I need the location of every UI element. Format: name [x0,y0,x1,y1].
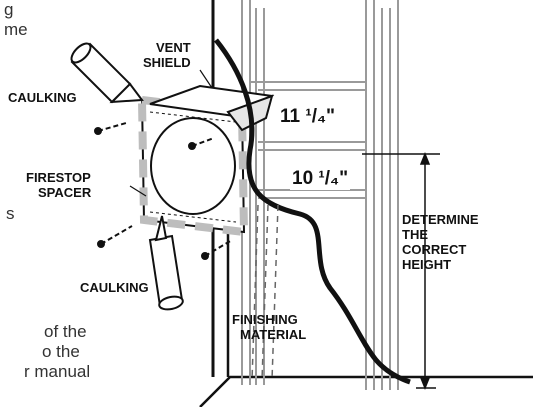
framing-headers [250,81,366,199]
vent-pipe [214,38,411,385]
height-dimension [362,151,440,391]
screws [94,122,233,260]
cut-text-mid: s [6,204,15,223]
dimension-upper: 11 ¹/₄" [278,106,338,128]
firestop-spacer-plate [137,95,249,237]
leader-lines [129,69,213,197]
caulking-tube-top [70,42,144,104]
dimension-lower: 10 ¹/₄" [290,168,351,190]
caulking-top-label: CAULKING [8,90,77,105]
finishing-material-lines [251,204,279,381]
wall-studs [241,0,399,390]
caulking-tube-bottom [148,215,184,311]
caulking-bottom-label: CAULKING [80,280,149,295]
